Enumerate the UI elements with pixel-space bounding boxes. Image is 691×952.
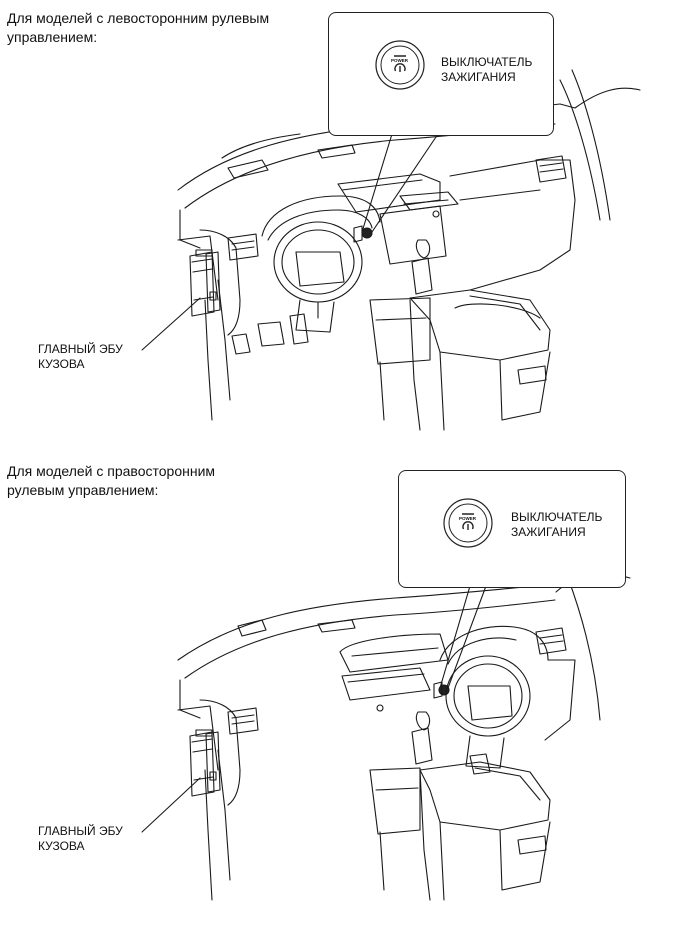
rhd-ignition-switch-label: ВЫКЛЮЧАТЕЛЬ ЗАЖИГАНИЯ (511, 510, 603, 539)
rhd-switch-callout (398, 470, 626, 588)
rhd-ecu-label: ГЛАВНЫЙ ЭБУ КУЗОВА (38, 824, 123, 853)
rhd-heading: Для моделей с правосторонним рулевым упр… (7, 463, 216, 498)
lhd-switch-callout (328, 12, 554, 136)
lhd-heading: Для моделей с левосторонним рулевым упра… (7, 10, 270, 45)
lhd-ignition-switch-label: ВЫКЛЮЧАТЕЛЬ ЗАЖИГАНИЯ (441, 55, 533, 84)
lhd-power-button-text: POWER (391, 58, 409, 63)
rhd-power-button-text: POWER (459, 516, 477, 521)
lhd-ecu-label: ГЛАВНЫЙ ЭБУ КУЗОВА (38, 342, 123, 371)
